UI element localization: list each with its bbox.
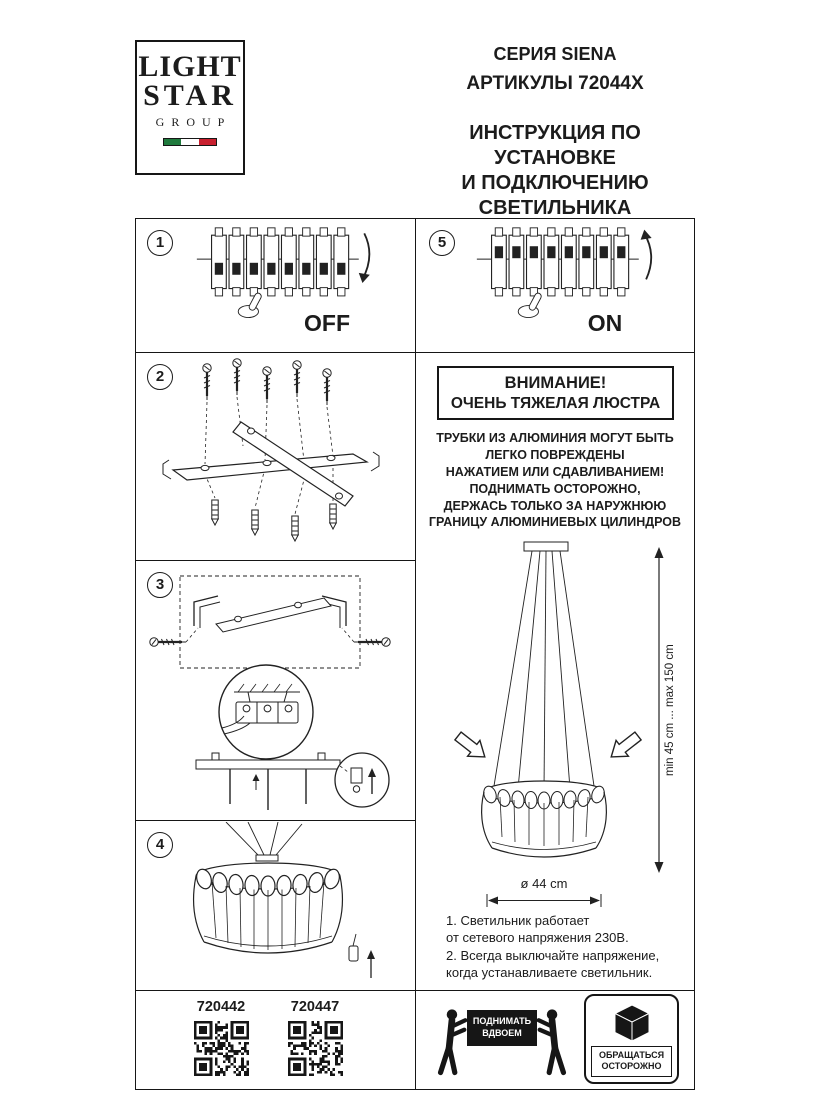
diameter-label: ø 44 cm: [520, 876, 568, 891]
usage-notes: 1. Светильник работает от сетевого напря…: [446, 913, 660, 981]
logo-word-star: STAR: [143, 79, 237, 113]
row-divider-1: [135, 352, 695, 353]
row-divider-3: [135, 820, 415, 821]
logo-word-light: LIGHT: [138, 50, 242, 83]
flag-green-band: [164, 138, 182, 145]
hanging-chandelier-drawing: [453, 541, 643, 858]
page-title-line2: И ПОДКЛЮЧЕНИЮ СВЕТИЛЬНИКА: [461, 172, 649, 219]
italian-flag-icon: [163, 137, 217, 146]
page-title: ИНСТРУКЦИЯ ПО УСТАНОВКЕ И ПОДКЛЮЧЕНИЮ СВ…: [415, 121, 695, 221]
on-label: ON: [587, 310, 623, 336]
lift-together-label: ПОДНИМАТЬ ВДВОЕМ: [467, 1010, 537, 1046]
chandelier-detail-drawing: [193, 822, 375, 978]
person-left-icon: [433, 1006, 469, 1082]
diameter-dimension-arrow: [486, 894, 602, 907]
breaker-panel-off-drawing: [196, 227, 371, 318]
height-dimension-label: min 45 cm ... max 150 cm: [664, 644, 676, 776]
warning-box: ВНИМАНИЕ! ОЧЕНЬ ТЯЖЕЛАЯ ЛЮСТРА: [437, 366, 674, 420]
column-divider: [415, 218, 416, 1090]
step-4-number: 4: [147, 832, 173, 858]
off-label: OFF: [304, 310, 350, 336]
person-right-icon: [535, 1006, 571, 1082]
qr-code-left: [194, 1021, 249, 1076]
handle-with-care-label: ОБРАЩАТЬСЯ ОСТОРОЖНО: [591, 1046, 672, 1077]
header: СЕРИЯ SIENA АРТИКУЛЫ 72044X ИНСТРУКЦИЯ П…: [415, 44, 695, 221]
warning-subtitle: ОЧЕНЬ ТЯЖЕЛАЯ ЛЮСТРА: [450, 395, 661, 412]
article-code-right: 720447: [290, 999, 340, 1015]
articles-title: АРТИКУЛЫ 72044X: [466, 73, 644, 94]
row-divider-2: [135, 560, 415, 561]
step-2-number: 2: [147, 364, 173, 390]
warning-body-text: ТРУБКИ ИЗ АЛЮМИНИЯ МОГУТ БЫТЬ ЛЕГКО ПОВР…: [428, 431, 682, 530]
step-5-number: 5: [429, 230, 455, 256]
handle-with-care-sign: ОБРАЩАТЬСЯ ОСТОРОЖНО: [584, 994, 679, 1084]
package-cube-icon: [613, 1004, 650, 1042]
step-3-number: 3: [147, 572, 173, 598]
flag-red-band: [198, 138, 216, 145]
article-code-left: 720442: [196, 999, 246, 1015]
step-1-number: 1: [147, 230, 173, 256]
flag-white-band: [181, 138, 199, 145]
mounting-bracket-drawing: [162, 358, 380, 542]
breaker-panel-on-drawing: [476, 227, 653, 318]
lightstar-logo: LIGHT STAR GROUP: [135, 40, 245, 175]
series-title: СЕРИЯ SIENA: [493, 44, 617, 64]
qr-code-right: [288, 1021, 343, 1076]
logo-word-group: GROUP: [155, 114, 232, 129]
lift-two-people-icon: ПОДНИМАТЬ ВДВОЕМ: [433, 1000, 571, 1084]
warning-title: ВНИМАНИЕ!: [504, 374, 607, 392]
ceiling-mount-drawing: [148, 575, 392, 810]
height-dimension-arrow: [654, 547, 664, 873]
footer-divider: [135, 990, 695, 991]
page-title-line1: ИНСТРУКЦИЯ ПО УСТАНОВКЕ: [469, 122, 641, 169]
